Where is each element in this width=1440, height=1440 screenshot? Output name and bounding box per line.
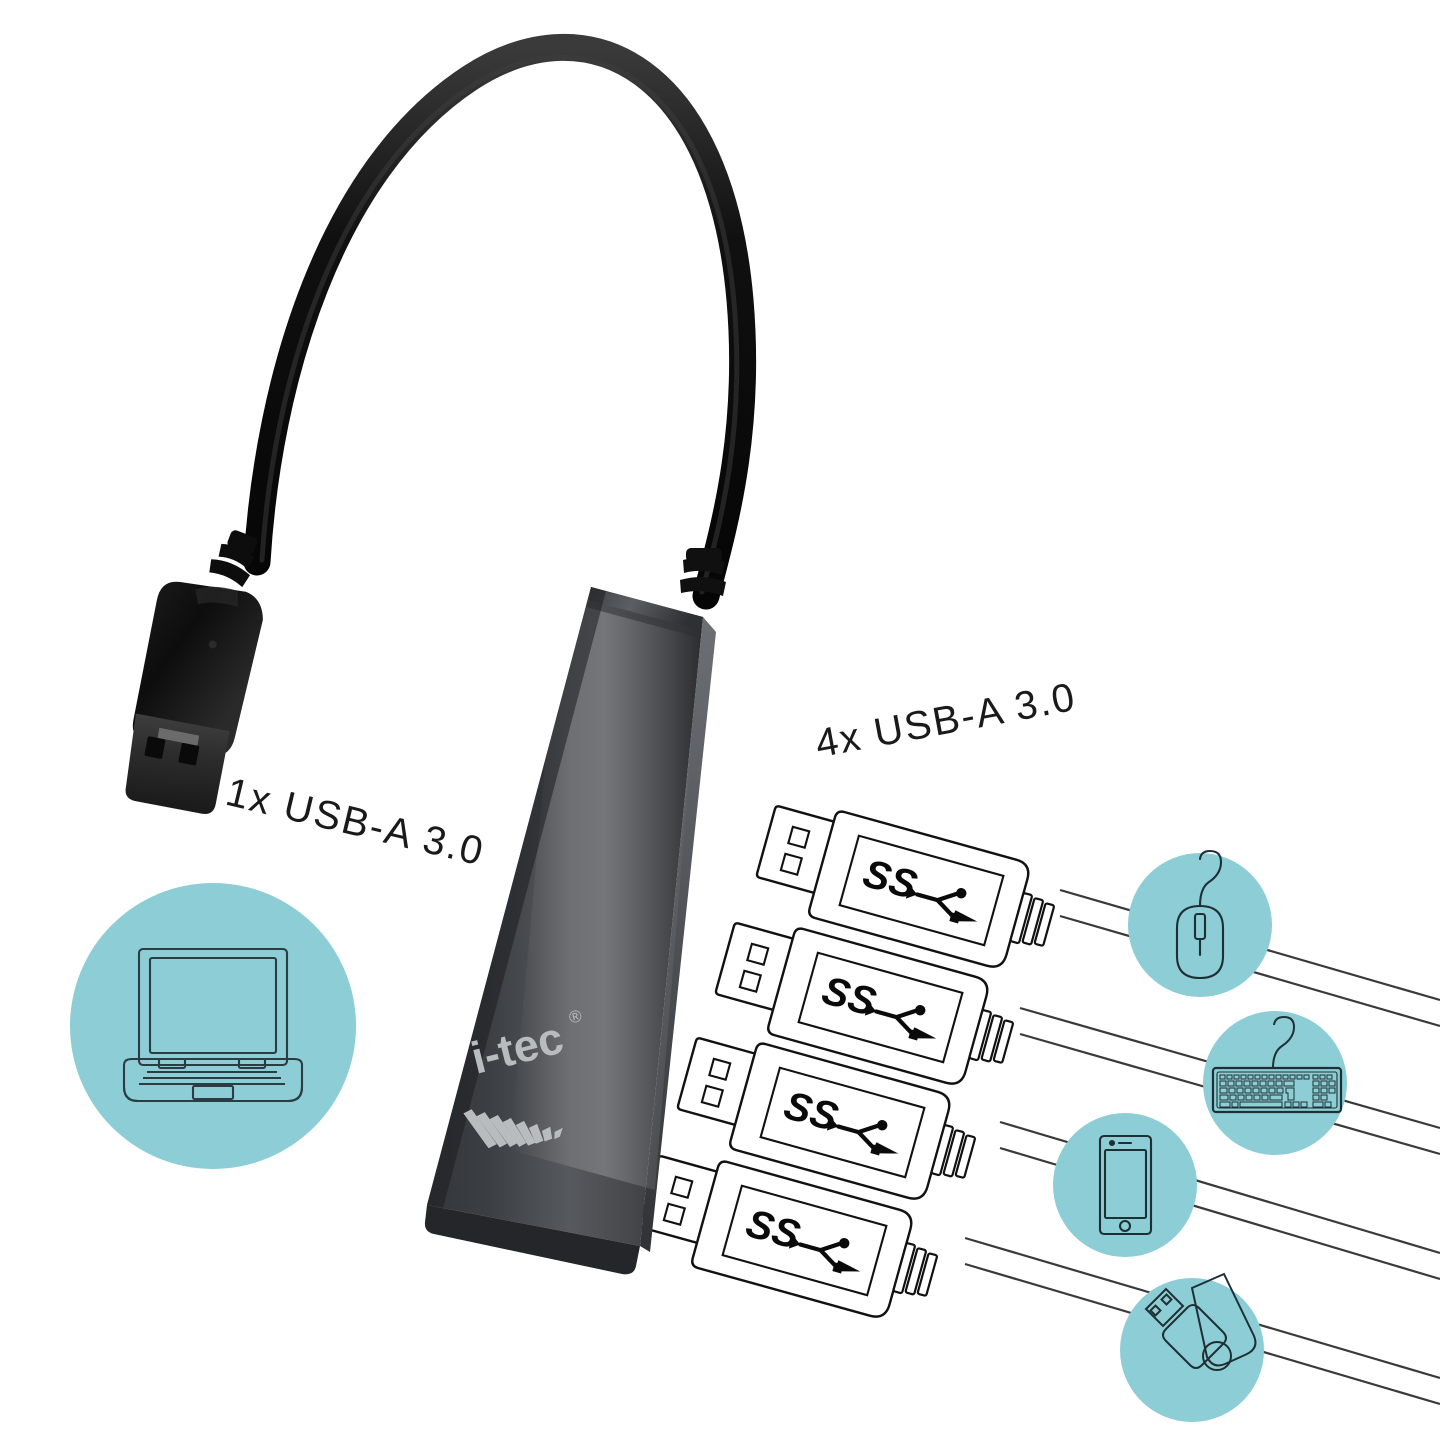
cable-strain-relief-hub	[680, 548, 726, 596]
usb-connector-4: SS	[638, 1155, 938, 1318]
laptop-bubble-circle	[70, 883, 356, 1169]
keyboard-icon	[1211, 1015, 1343, 1114]
usb-hub-body: i-tec ®	[424, 587, 716, 1275]
mouse-bubble-circle	[1128, 853, 1272, 997]
keyboard-bubble-circle	[1203, 1011, 1347, 1155]
mouse-icon	[1175, 849, 1225, 980]
flash-drive-icon	[1144, 1272, 1257, 1371]
brand-chevron-mark	[463, 1109, 563, 1149]
usb-connector-2: SS	[714, 922, 1014, 1085]
usb-connector-3: SS	[676, 1037, 976, 1200]
bubble-laptop	[70, 883, 356, 1169]
smartphone-icon	[1098, 1134, 1153, 1236]
smartphone-bubble-circle	[1053, 1113, 1197, 1257]
bubble-flash-drive	[1120, 1272, 1264, 1422]
bubble-smartphone	[1053, 1113, 1197, 1257]
usb-a-upstream-plug	[125, 530, 263, 814]
flash-drive-bubble-circle	[1120, 1278, 1264, 1422]
laptop-icon	[122, 947, 304, 1103]
bubble-mouse	[1128, 849, 1272, 997]
usb-connector-1: SS	[755, 805, 1055, 968]
usb-cable	[243, 33, 757, 610]
bubble-keyboard	[1203, 1011, 1347, 1155]
registered-trademark-symbol: ®	[567, 1006, 584, 1028]
